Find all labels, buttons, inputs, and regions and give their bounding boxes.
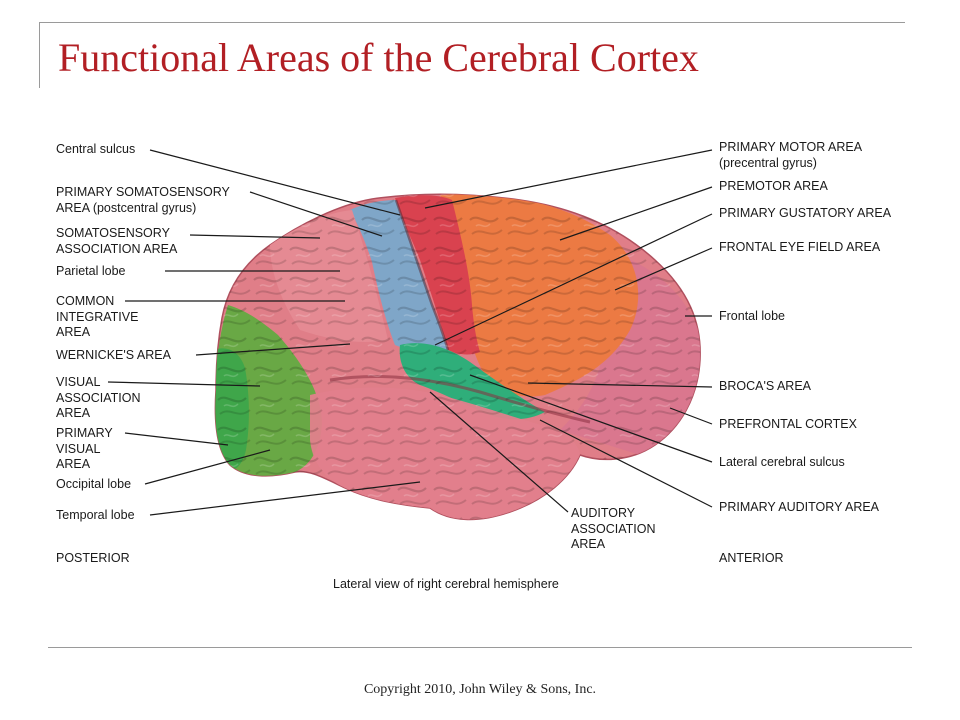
label-prefrontal-cortex: PREFRONTAL CORTEX (719, 417, 857, 433)
label-anterior: ANTERIOR (719, 551, 784, 567)
label-brocas-area: BROCA'S AREA (719, 379, 811, 395)
label-central-sulcus: Central sulcus (56, 142, 135, 158)
figure-caption: Lateral view of right cerebral hemispher… (333, 577, 559, 591)
label-auditory-association-area: AUDITORY ASSOCIATION AREA (571, 506, 656, 553)
label-primary-motor-area: PRIMARY MOTOR AREA (precentral gyrus) (719, 140, 862, 171)
label-common-integrative-area: COMMON INTEGRATIVE AREA (56, 294, 138, 341)
label-posterior: POSTERIOR (56, 551, 130, 567)
leader-primary-visual (125, 433, 228, 445)
label-primary-visual-area: PRIMARY VISUAL AREA (56, 426, 113, 473)
label-occipital-lobe: Occipital lobe (56, 477, 131, 493)
label-primary-auditory-area: PRIMARY AUDITORY AREA (719, 500, 879, 516)
label-visual-association-area: VISUAL ASSOCIATION AREA (56, 375, 141, 422)
label-somatosensory-association-area: SOMATOSENSORY ASSOCIATION AREA (56, 226, 177, 257)
label-frontal-eye-field-area: FRONTAL EYE FIELD AREA (719, 240, 880, 256)
label-primary-gustatory-area: PRIMARY GUSTATORY AREA (719, 206, 891, 222)
label-lateral-cerebral-sulcus: Lateral cerebral sulcus (719, 455, 845, 471)
label-parietal-lobe: Parietal lobe (56, 264, 126, 280)
label-primary-somatosensory-area: PRIMARY SOMATOSENSORY AREA (postcentral … (56, 185, 230, 216)
leader-premotor (560, 187, 712, 240)
leader-primary-motor (425, 150, 712, 208)
label-frontal-lobe: Frontal lobe (719, 309, 785, 325)
gyri-texture (200, 180, 720, 540)
label-wernickes-area: WERNICKE'S AREA (56, 348, 171, 364)
label-temporal-lobe: Temporal lobe (56, 508, 135, 524)
copyright-notice: Copyright 2010, John Wiley & Sons, Inc. (0, 682, 960, 698)
label-premotor-area: PREMOTOR AREA (719, 179, 828, 195)
